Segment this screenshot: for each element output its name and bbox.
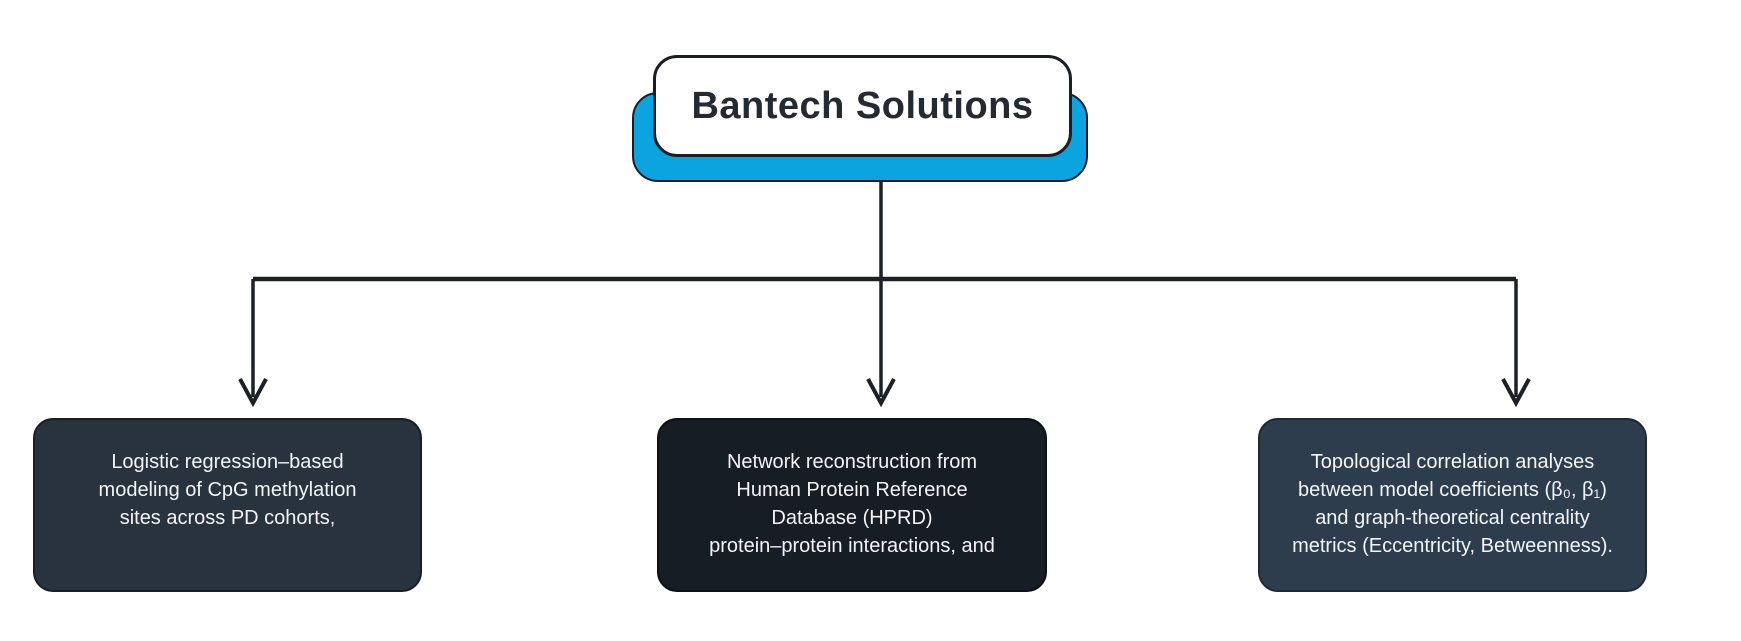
node-logistic-regression-text: Logistic regression–based modeling of Cp… [98,451,357,529]
node-topological-correlation: Topological correlation analyses between… [1258,418,1647,592]
page-title: Bantech Solutions [691,84,1034,127]
arrow-down-left-icon [238,378,268,408]
node-topological-correlation-text: Topological correlation analyses between… [1292,451,1613,557]
arrow-down-center-icon [866,378,896,408]
connector-right [1501,279,1531,408]
connector-left [238,279,268,408]
node-network-reconstruction-text: Network reconstruction from Human Protei… [709,451,995,557]
connector-center [866,182,896,408]
node-logistic-regression: Logistic regression–based modeling of Cp… [33,418,422,592]
title-node: Bantech Solutions [653,55,1072,157]
arrow-down-right-icon [1501,378,1531,408]
node-network-reconstruction: Network reconstruction from Human Protei… [657,418,1047,592]
